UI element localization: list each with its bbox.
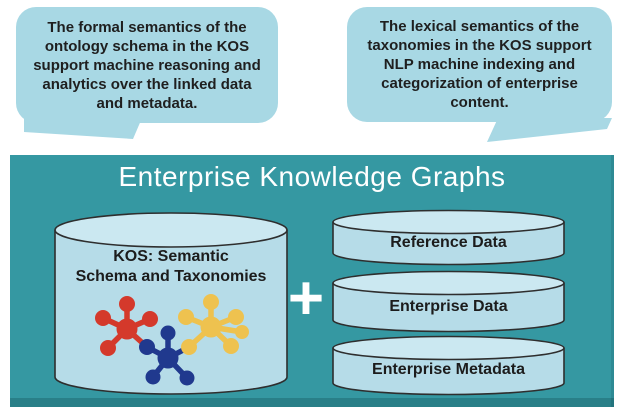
enterprise-metadata-cylinder bbox=[332, 335, 565, 396]
diagram-shapes bbox=[54, 209, 565, 396]
bubble-tails bbox=[24, 118, 612, 142]
callout-lexical-semantics: The lexical semantics of the taxonomies … bbox=[347, 7, 612, 122]
blue-molecule-links bbox=[144, 330, 192, 381]
enterprise-metadata-label: Enterprise Metadata bbox=[372, 361, 525, 378]
box-title: Enterprise Knowledge Graphs bbox=[118, 161, 506, 192]
left-bubble-tail bbox=[24, 118, 142, 139]
kos-cylinder-label: KOS: Semantic Schema and Taxonomies bbox=[75, 248, 267, 285]
reference-data-cylinder bbox=[332, 209, 565, 266]
callout-lexical-semantics-text: The lexical semantics of the taxonomies … bbox=[367, 18, 592, 111]
enterprise-knowledge-graphs-box: Enterprise Knowledge Graphs bbox=[10, 155, 614, 407]
callout-formal-semantics: The formal semantics of the ontology sch… bbox=[16, 7, 278, 123]
red-molecule-links bbox=[100, 301, 153, 351]
red-molecule-icon bbox=[95, 296, 158, 356]
reference-data-label: Reference Data bbox=[390, 234, 507, 251]
yellow-molecule-icon bbox=[178, 294, 249, 355]
callout-formal-semantics-text: The formal semantics of the ontology sch… bbox=[33, 18, 261, 112]
yellow-molecule-links bbox=[183, 299, 245, 350]
right-bubble-tail bbox=[487, 118, 612, 142]
enterprise-data-cylinder bbox=[332, 270, 565, 333]
enterprise-data-label: Enterprise Data bbox=[389, 298, 508, 315]
blue-molecule-icon bbox=[139, 325, 195, 386]
plus-icon: + bbox=[287, 264, 325, 333]
molecule-links bbox=[100, 299, 245, 381]
